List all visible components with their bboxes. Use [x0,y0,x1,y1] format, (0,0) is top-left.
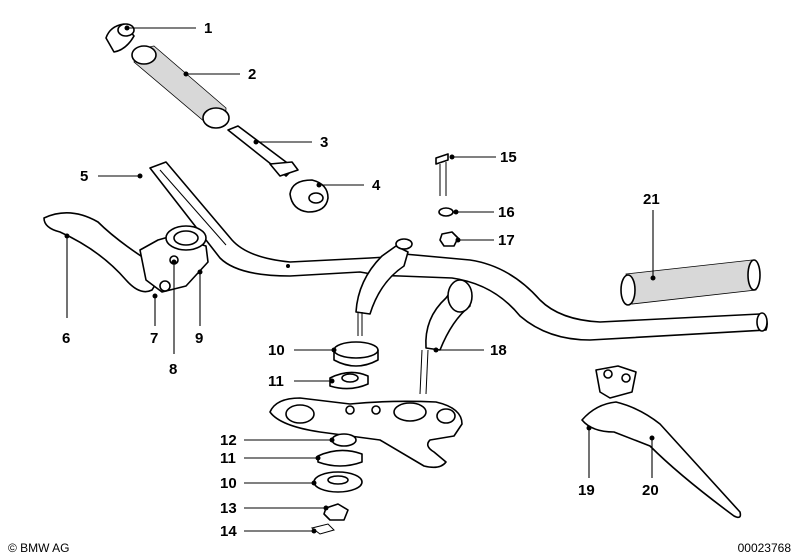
leader-lines [64,25,656,534]
callout-3: 3 [320,134,328,151]
mounting-plate [269,397,463,469]
rubber-ring-lower [317,449,363,467]
callout-14: 14 [220,523,237,540]
spacer-12 [331,433,357,447]
nut-17 [439,231,459,247]
right-lever [581,365,742,519]
callout-18: 18 [490,342,507,359]
callout-11-lower: 11 [220,450,236,467]
callout-2: 2 [248,66,256,83]
callout-11: 11 [268,373,284,390]
left-lever [43,212,158,293]
callout-9: 9 [195,330,203,347]
split-pin-14 [310,523,335,535]
copyright-notice: © BMW AG [8,541,70,555]
callout-19: 19 [578,482,595,499]
callout-labels: 1 2 3 4 5 6 7 8 9 10 11 12 11 10 13 14 1… [62,20,660,540]
rubber-buffer-upper [333,341,379,367]
throttle-slide-tube [227,125,299,177]
grip-knob [289,179,329,213]
handlebar-clamp-right [419,279,473,395]
washer-16 [438,207,454,217]
right-grip [620,259,761,306]
bolt [435,153,449,196]
rubber-buffer-lower [313,471,363,493]
callout-20: 20 [642,482,659,499]
throttle-grip [131,45,230,129]
callout-5: 5 [80,168,88,185]
callout-10-lower: 10 [220,475,237,492]
rubber-ring-upper [329,371,369,390]
callout-8: 8 [169,361,177,378]
callout-21: 21 [643,191,660,208]
callout-12: 12 [220,432,237,449]
handlebar-clamp-left [355,238,413,336]
callout-7: 7 [150,330,158,347]
callout-16: 16 [498,204,515,221]
callout-13: 13 [220,500,237,517]
image-number: 00023768 [738,541,792,555]
callout-15: 15 [500,149,517,166]
nut-13 [323,503,349,521]
callout-17: 17 [498,232,515,249]
callout-4: 4 [372,177,381,194]
callout-6: 6 [62,330,70,347]
callout-1: 1 [204,20,212,37]
callout-10: 10 [268,342,285,359]
